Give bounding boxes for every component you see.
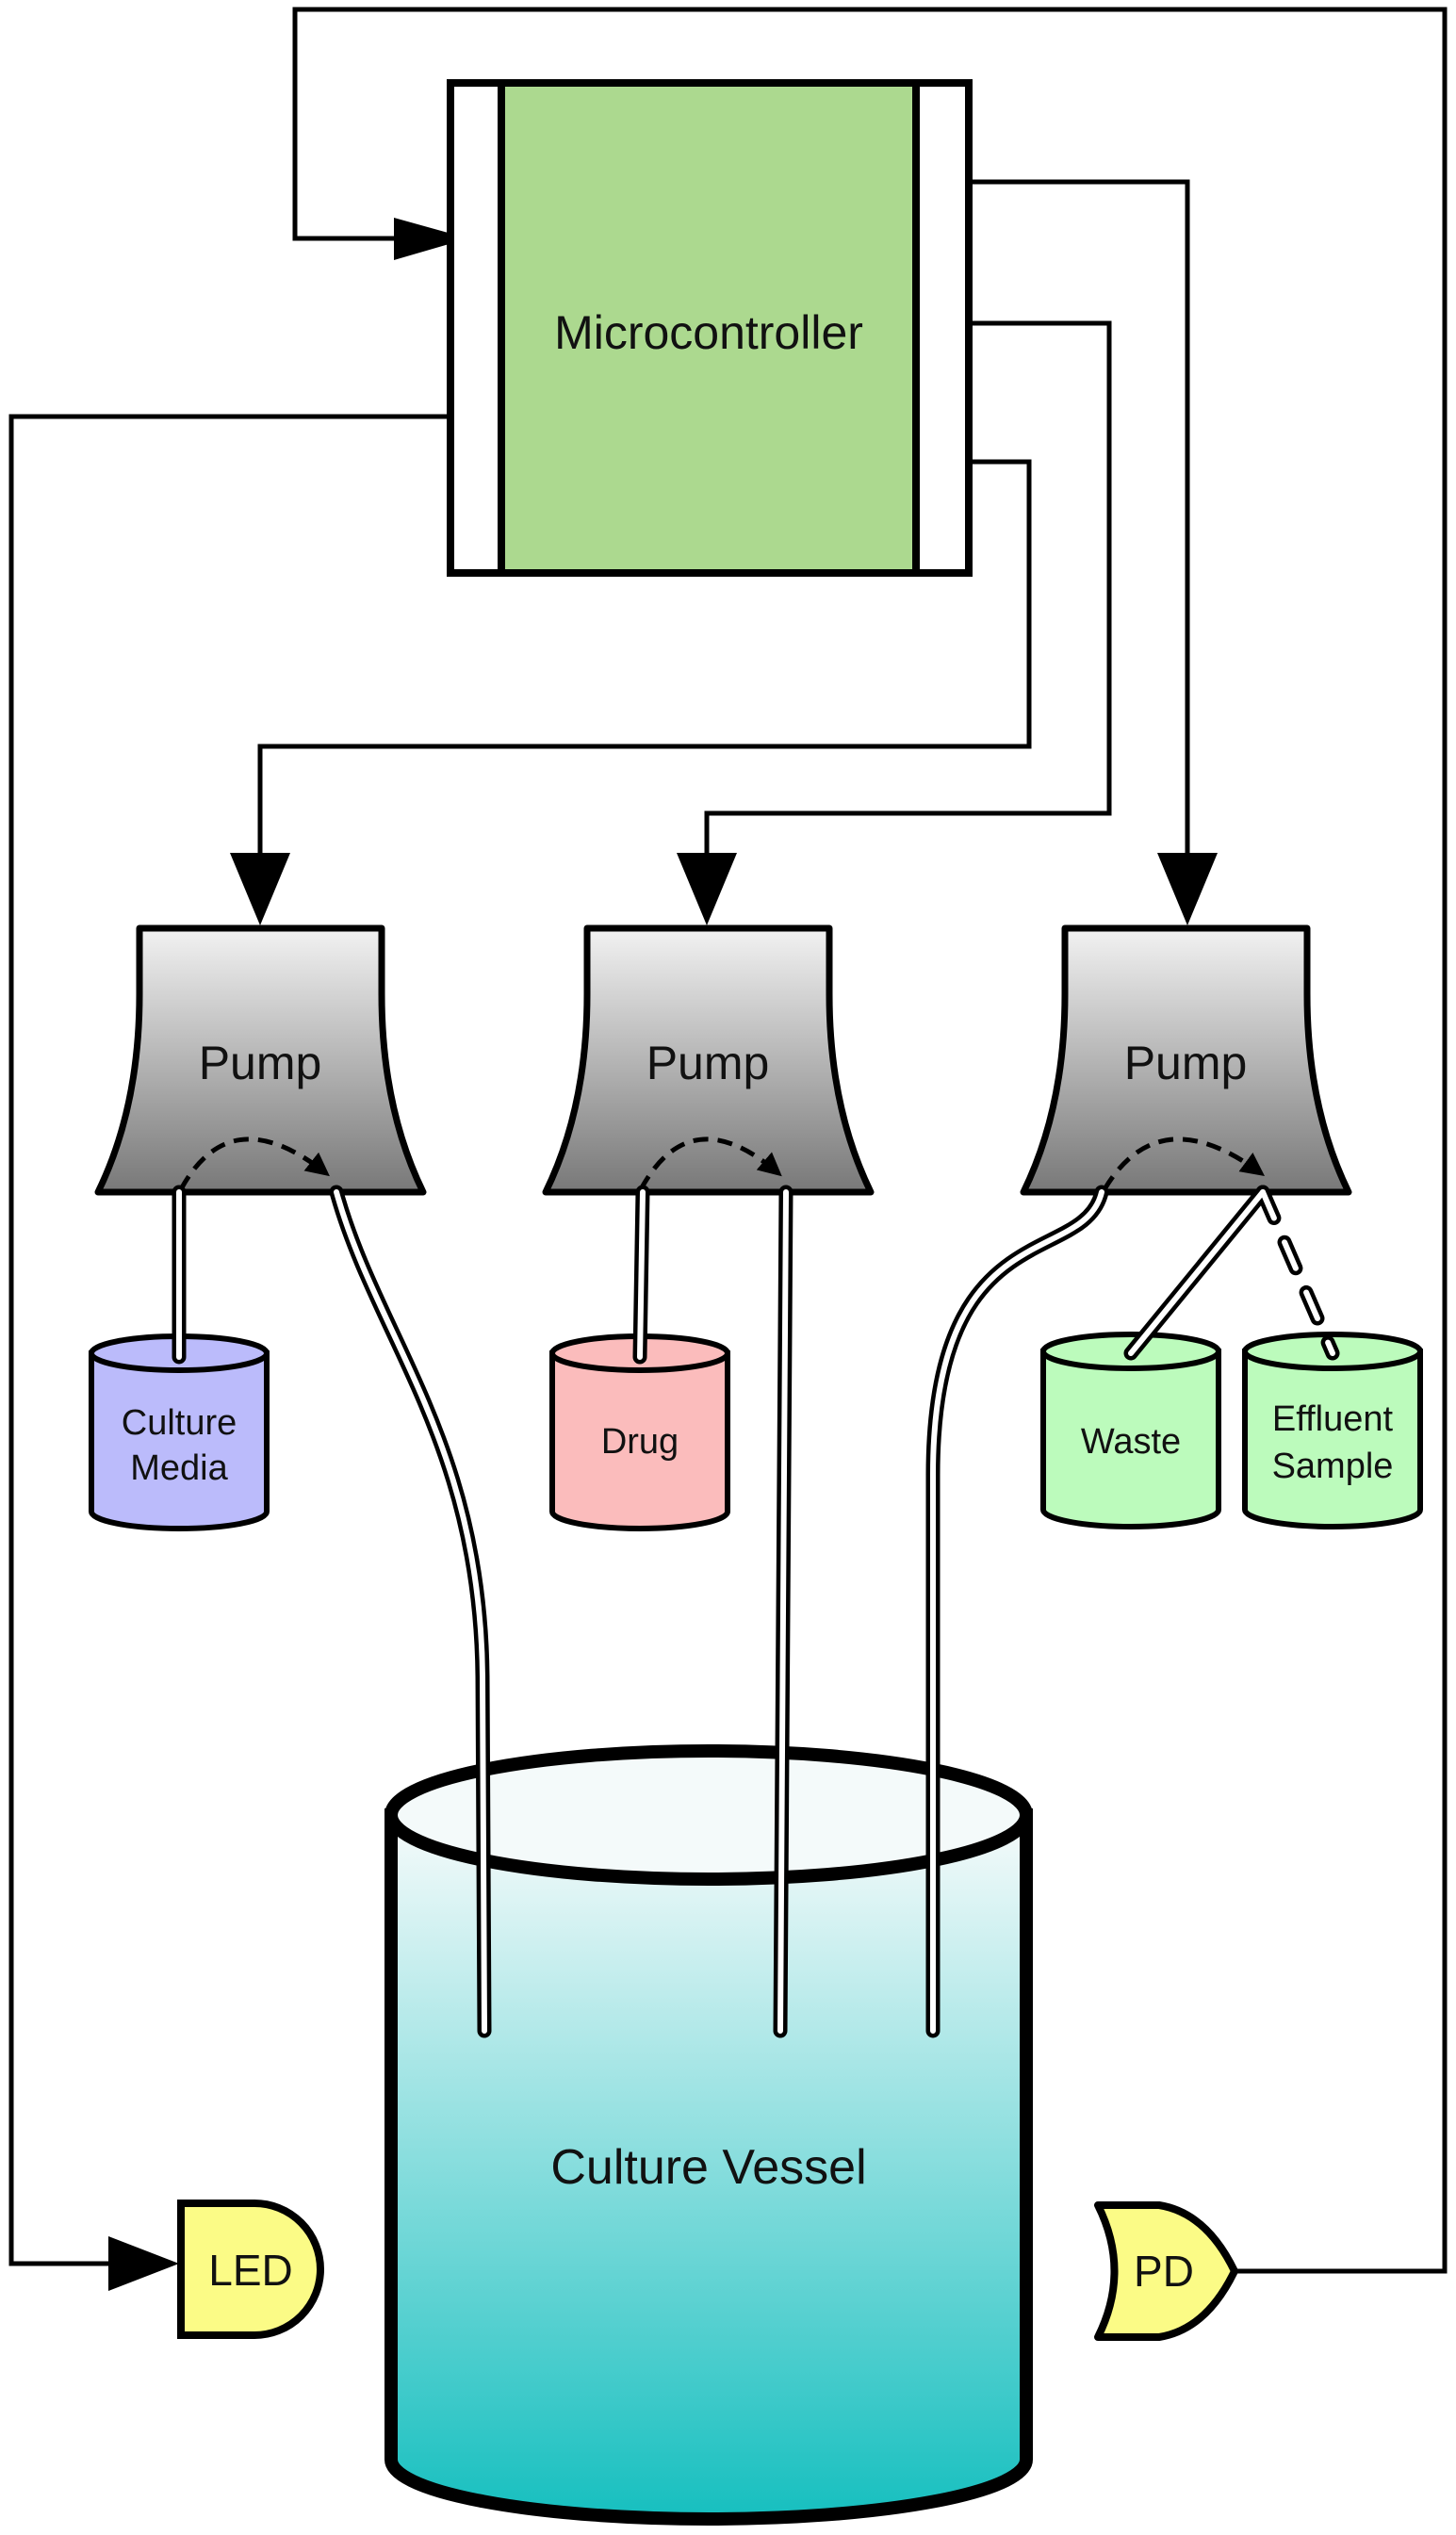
arrowhead-into-pump-media [230, 853, 290, 925]
pump-label: Pump [199, 1037, 322, 1089]
pump-body [1020, 924, 1352, 1196]
led-body [177, 2200, 324, 2339]
arrowhead-into-pump-waste [1157, 853, 1218, 925]
reservoir-label: Effluent [1272, 1399, 1394, 1439]
led: LED [177, 2200, 324, 2339]
signal-wires [8, 7, 1448, 2274]
pump-waste: Pump [1020, 924, 1352, 1196]
arrowhead-into-mc [394, 218, 468, 260]
photodiode: PD [1094, 2201, 1238, 2341]
pump-flow-indicators [178, 1137, 1266, 1191]
pump-body [542, 924, 875, 1196]
reservoir-body [89, 1350, 270, 1531]
vessel-label: Culture Vessel [550, 2140, 866, 2195]
wire-mc-to-pump-media [257, 459, 1032, 853]
reservoir-body [1040, 1349, 1221, 1529]
microcontroller-label: Microcontroller [554, 306, 863, 359]
pump-culture-media: Pump [94, 924, 427, 1196]
tubing-inner [176, 1189, 1335, 2034]
reservoir-culture-media: Culture Media [89, 1333, 270, 1531]
reservoir-body [1242, 1349, 1423, 1529]
pump-label: Pump [1124, 1037, 1248, 1089]
pump-flow-arrow [638, 1137, 782, 1191]
reservoir-body [549, 1350, 730, 1531]
tube-drug-intake [637, 1189, 646, 1360]
vessel-rim [384, 1744, 1033, 1886]
culture-vessel: Culture Vessel [384, 1744, 1033, 2526]
tube-media-to-vessel [334, 1189, 487, 2034]
photodiode-label: PD [1134, 2247, 1194, 2296]
microcontroller: Microcontroller [447, 79, 973, 577]
arrowhead-into-led [108, 2236, 179, 2291]
reservoir-label: Waste [1081, 1422, 1181, 1462]
pump-body [94, 924, 427, 1196]
tube-drug-to-vessel [777, 1189, 789, 2034]
reservoir-label: Media [130, 1448, 228, 1488]
wire-arrowheads [108, 218, 1218, 2291]
tube-to-waste [1128, 1189, 1266, 1356]
arrowhead-into-pump-drug [677, 853, 737, 925]
reservoir-drug: Drug [549, 1333, 730, 1531]
reservoir-label: Sample [1272, 1447, 1394, 1486]
wire-mc-to-led [8, 414, 474, 2266]
pump-flow-arrow [178, 1137, 330, 1191]
reservoir-label: Drug [601, 1422, 679, 1462]
reservoir-label: Culture [122, 1403, 237, 1443]
wire-pd-to-mc [292, 7, 1448, 2274]
microcontroller-core [498, 79, 920, 577]
pump-flow-arrow [1102, 1137, 1266, 1191]
led-label: LED [208, 2246, 292, 2295]
wire-mc-to-pump-waste [938, 179, 1190, 853]
tube-vessel-to-waste-pump [930, 1189, 1104, 2034]
pump-label: Pump [646, 1037, 770, 1089]
reservoir-effluent-sample: Effluent Sample [1242, 1332, 1423, 1529]
wire-mc-to-pump-drug [704, 320, 1112, 853]
photodiode-body [1094, 2201, 1238, 2341]
reservoir-waste: Waste [1040, 1332, 1221, 1529]
vessel-body [384, 1808, 1033, 2526]
tube-to-effluent [1260, 1189, 1335, 1356]
pump-drug: Pump [542, 924, 875, 1196]
